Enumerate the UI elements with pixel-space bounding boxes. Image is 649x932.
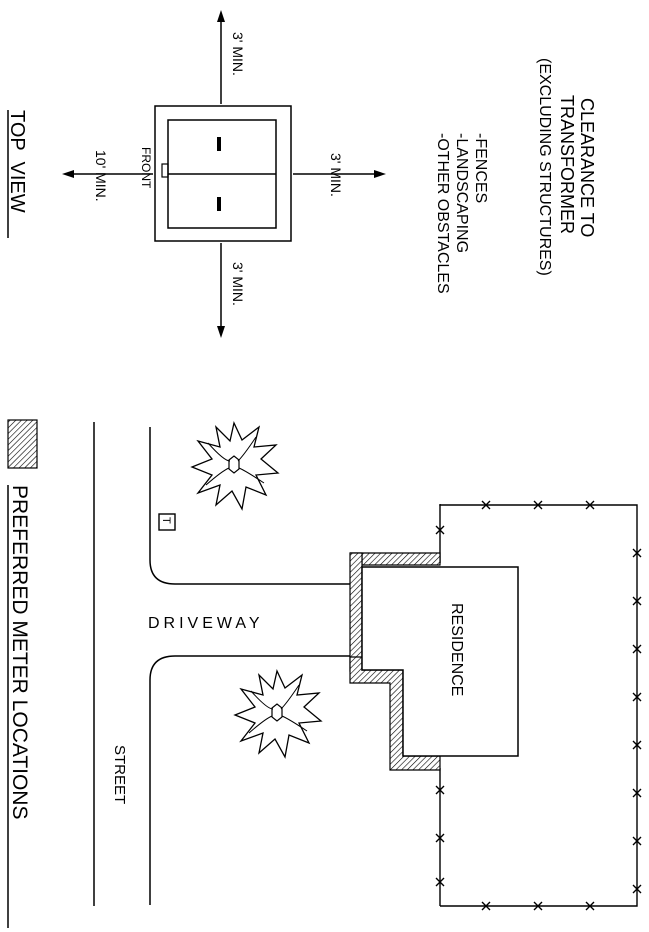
fence-post-mark (632, 548, 642, 558)
shrub-icon (233, 669, 323, 759)
obstacle-item-fences: -FENCES (472, 133, 489, 203)
transformer-hinge-right (217, 197, 221, 211)
street-label: STREET (111, 745, 128, 804)
clearance-arrows (62, 10, 386, 338)
residence-outline (361, 566, 519, 757)
transformer-marker-label: T (160, 517, 172, 524)
clearance-heading-line2: TRANSFORMER (557, 95, 577, 234)
top-clearance-label: 3' MIN. (230, 32, 246, 76)
bottom-clearance-label: 3' MIN. (230, 262, 246, 306)
obstacle-item-landscaping: -LANDSCAPING (453, 133, 470, 253)
fence-post-mark (435, 525, 445, 535)
arrow-bottom-head (217, 326, 225, 338)
transformer-top-view (154, 105, 292, 242)
legend-hatch-swatch (7, 419, 38, 469)
transformer-pad-outer (154, 105, 292, 242)
front-clearance-label: 10' MIN. (93, 150, 109, 202)
fence-post-mark (435, 785, 445, 795)
fence-post-mark (632, 644, 642, 654)
meter-location-top (350, 552, 441, 566)
clearance-heading-line3: (EXCLUDING STRUCTURES) (536, 58, 553, 276)
fence-x-marks (435, 500, 642, 911)
fence-post-mark (585, 901, 595, 911)
arrow-right-head (374, 170, 386, 178)
driveway (149, 427, 350, 905)
right-clearance-label: 3' MIN. (328, 153, 344, 197)
fence-post-mark (632, 740, 642, 750)
transformer-marker (158, 513, 176, 531)
fence-post-mark (435, 833, 445, 843)
fence-post-mark (481, 500, 491, 510)
driveway-label: DRIVEWAY (148, 615, 264, 632)
shrub-icon (190, 421, 280, 511)
legend-label: PREFERRED METER LOCATIONS (8, 485, 31, 819)
meter-location-top-side (349, 552, 363, 672)
obstacle-item-other: -OTHER OBSTACLES (434, 133, 451, 294)
transformer-hinge-left (217, 137, 221, 151)
fence-post-mark (632, 788, 642, 798)
arrow-front-head (62, 170, 74, 178)
top-view-label: TOP VIEW (6, 110, 28, 213)
clearance-note: CLEARANCE TO TRANSFORMER (EXCLUDING STRU… (434, 58, 597, 294)
property-fence (435, 500, 642, 911)
fence-post-mark (632, 836, 642, 846)
fence-post-mark (585, 500, 595, 510)
transformer-front-handle (161, 163, 169, 178)
clearance-heading-line1: CLEARANCE TO (577, 98, 597, 237)
fence-post-mark (632, 596, 642, 606)
residence-label: RESIDENCE (448, 603, 465, 696)
fence-post-mark (533, 901, 543, 911)
fence-post-mark (632, 692, 642, 702)
front-label: FRONT (139, 147, 153, 189)
fence-post-mark (435, 877, 445, 887)
fence-post-mark (533, 500, 543, 510)
fence-post-mark (632, 884, 642, 894)
arrow-top-head (217, 10, 225, 22)
fence-post-mark (481, 901, 491, 911)
